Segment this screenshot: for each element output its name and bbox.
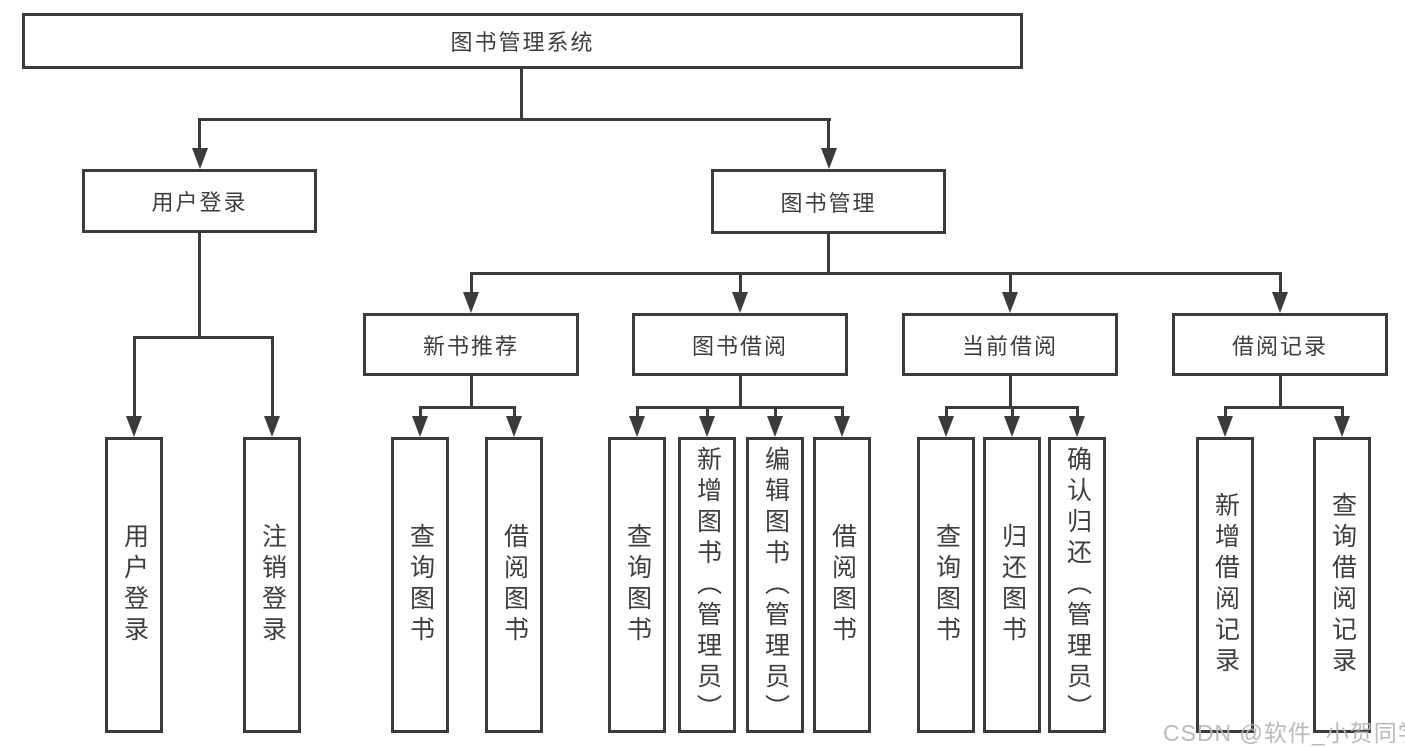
csdn-watermark: CSDN @软件_小贺同学 (1163, 720, 1405, 746)
arrow-down-icon (506, 416, 522, 437)
connector-user-login-stem (198, 233, 201, 338)
connector-drop-level3 (1279, 272, 1282, 294)
leaf-query-borrow-record: 查询借阅记录 (1313, 437, 1371, 733)
connector-borrow-records-rail (1224, 406, 1343, 409)
connector-drop-leaf (841, 406, 844, 418)
node-current-borrow-label: 当前借阅 (961, 333, 1058, 359)
connector-new-book-rail (419, 406, 515, 409)
arrow-down-icon (629, 416, 645, 437)
connector-book-management-rail (470, 272, 1281, 275)
arrow-down-icon (1004, 416, 1020, 437)
arrow-down-icon (834, 416, 850, 437)
leaf-add-books-admin: 新增图书（管理员） (678, 437, 736, 733)
leaf-borrow-books: 借阅图书 (813, 437, 871, 733)
arrow-down-icon (767, 416, 783, 437)
connector-drop-level3 (739, 272, 742, 294)
node-user-login-label: 用户登录 (151, 190, 248, 215)
connector-drop-leaf (1011, 406, 1014, 418)
arrow-down-icon (1069, 416, 1085, 437)
arrow-down-icon (264, 416, 280, 437)
node-book-management-label: 图书管理 (780, 190, 877, 216)
leaf-label: 借阅图书 (500, 523, 529, 647)
leaf-edit-books-admin: 编辑图书（管理员） (746, 437, 804, 733)
arrow-down-icon (1002, 292, 1018, 313)
connector-drop-leaf (1341, 406, 1344, 418)
connector-book-management-stem (827, 234, 830, 274)
leaf-query-books-borrow: 查询图书 (608, 437, 666, 733)
leaf-add-borrow-record: 新增借阅记录 (1196, 437, 1254, 733)
connector-current-borrow-stem (1009, 376, 1012, 408)
leaf-logout: 注销登录 (243, 437, 301, 733)
leaf-user-login: 用户登录 (105, 437, 163, 733)
leaf-return-books: 归还图书 (983, 437, 1041, 733)
connector-book-borrow-stem (739, 376, 742, 408)
leaf-label: 查询借阅记录 (1328, 492, 1357, 678)
connector-drop-leaf (271, 336, 274, 418)
node-book-borrow-label: 图书借阅 (691, 333, 788, 359)
connector-drop-leaf (706, 406, 709, 418)
connector-drop-leaf (1224, 406, 1227, 418)
connector-user-login-rail (133, 336, 274, 339)
leaf-label: 查询图书 (406, 523, 435, 647)
node-current-borrow: 当前借阅 (902, 313, 1118, 376)
node-new-book-recommend-label: 新书推荐 (422, 333, 519, 359)
node-root: 图书管理系统 (22, 13, 1023, 69)
leaf-borrow-books-recommend: 借阅图书 (485, 437, 543, 733)
arrow-down-icon (1217, 416, 1233, 437)
leaf-label: 注销登录 (258, 523, 287, 647)
connector-new-book-stem (470, 376, 473, 408)
leaf-label: 编辑图书（管理员） (761, 445, 790, 725)
leaf-label: 归还图书 (998, 523, 1027, 647)
arrow-down-icon (1334, 416, 1350, 437)
node-user-login: 用户登录 (82, 169, 317, 233)
arrow-down-icon (1272, 292, 1288, 313)
arrow-down-icon (192, 148, 208, 169)
node-book-borrow: 图书借阅 (632, 313, 848, 376)
connector-drop-leaf (419, 406, 422, 418)
node-book-management: 图书管理 (711, 169, 946, 234)
connector-drop-leaf (945, 406, 948, 418)
node-borrow-records: 借阅记录 (1172, 313, 1388, 376)
node-root-label: 图书管理系统 (450, 30, 595, 55)
connector-drop-user-login (198, 118, 201, 150)
node-borrow-records-label: 借阅记录 (1231, 333, 1328, 359)
connector-drop-leaf (1076, 406, 1079, 418)
leaf-label: 确认归还（管理员） (1063, 445, 1092, 725)
node-new-book-recommend: 新书推荐 (363, 313, 579, 376)
connector-root-stem (520, 69, 523, 118)
arrow-down-icon (463, 292, 479, 313)
arrow-down-icon (732, 292, 748, 313)
arrow-down-icon (938, 416, 954, 437)
connector-drop-leaf (636, 406, 639, 418)
connector-book-borrow-rail (636, 406, 843, 409)
connector-drop-leaf (133, 336, 136, 418)
connector-drop-leaf (513, 406, 516, 418)
connector-borrow-records-stem (1279, 376, 1282, 408)
leaf-label: 新增借阅记录 (1211, 492, 1240, 678)
leaf-query-books-recommend: 查询图书 (391, 437, 449, 733)
leaf-label: 查询图书 (623, 523, 652, 647)
leaf-query-books-current: 查询图书 (917, 437, 975, 733)
connector-drop-leaf (774, 406, 777, 418)
leaf-label: 借阅图书 (828, 523, 857, 647)
arrow-down-icon (126, 416, 142, 437)
connector-drop-book-management (827, 118, 830, 150)
leaf-label: 用户登录 (120, 523, 149, 647)
leaf-confirm-return-admin: 确认归还（管理员） (1048, 437, 1106, 733)
arrow-down-icon (821, 148, 837, 169)
leaf-label: 新增图书（管理员） (693, 445, 722, 725)
leaf-label: 查询图书 (932, 523, 961, 647)
arrow-down-icon (699, 416, 715, 437)
connector-drop-level3 (470, 272, 473, 294)
connector-root-rail (198, 118, 831, 121)
arrow-down-icon (412, 416, 428, 437)
connector-drop-level3 (1009, 272, 1012, 294)
